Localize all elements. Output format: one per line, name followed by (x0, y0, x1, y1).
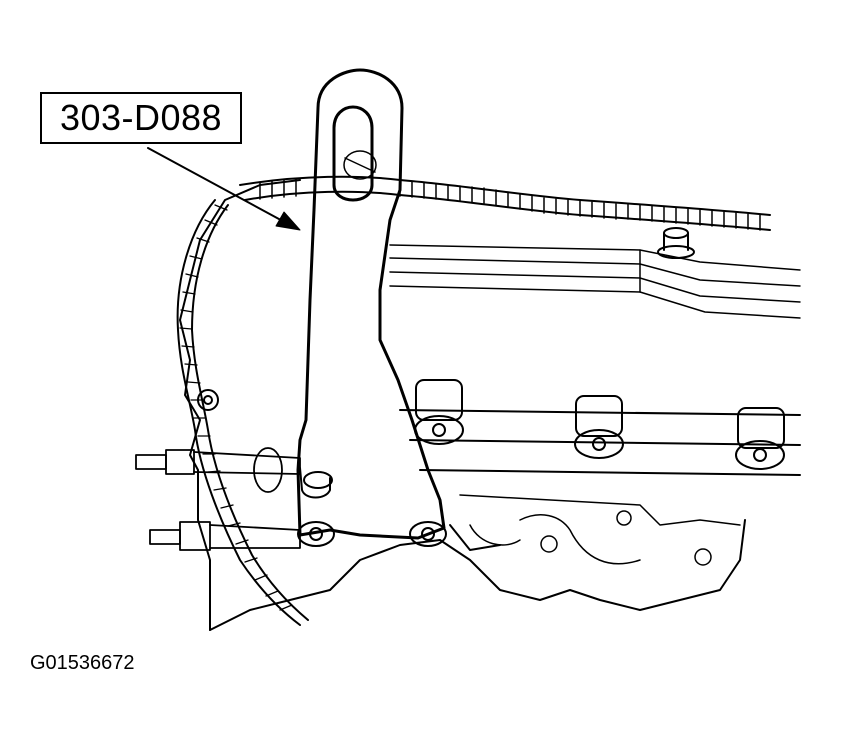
side-cable (178, 200, 300, 625)
cable-clip (198, 390, 218, 410)
tool-slot (334, 107, 372, 200)
tool-label: 303-D088 (59, 97, 223, 138)
lower-head-details (460, 495, 740, 565)
fuel-fittings (136, 448, 300, 550)
engine-lower-edge (210, 520, 745, 630)
figure-id: G01536672 (30, 652, 135, 674)
tool-label-box: 303-D088 (40, 92, 242, 144)
head-rail (400, 410, 800, 475)
wire-harness (240, 177, 770, 215)
leader-line (148, 148, 290, 225)
special-tool (298, 70, 444, 538)
harness-coils (260, 179, 760, 230)
cover-stud (658, 228, 694, 258)
camshaft-end (344, 151, 376, 179)
leader-arrowhead (276, 212, 300, 230)
engine-block-outline (180, 180, 300, 630)
tool-bolts (298, 468, 500, 550)
coil-bolts (415, 380, 784, 469)
cam-cover (390, 245, 800, 318)
